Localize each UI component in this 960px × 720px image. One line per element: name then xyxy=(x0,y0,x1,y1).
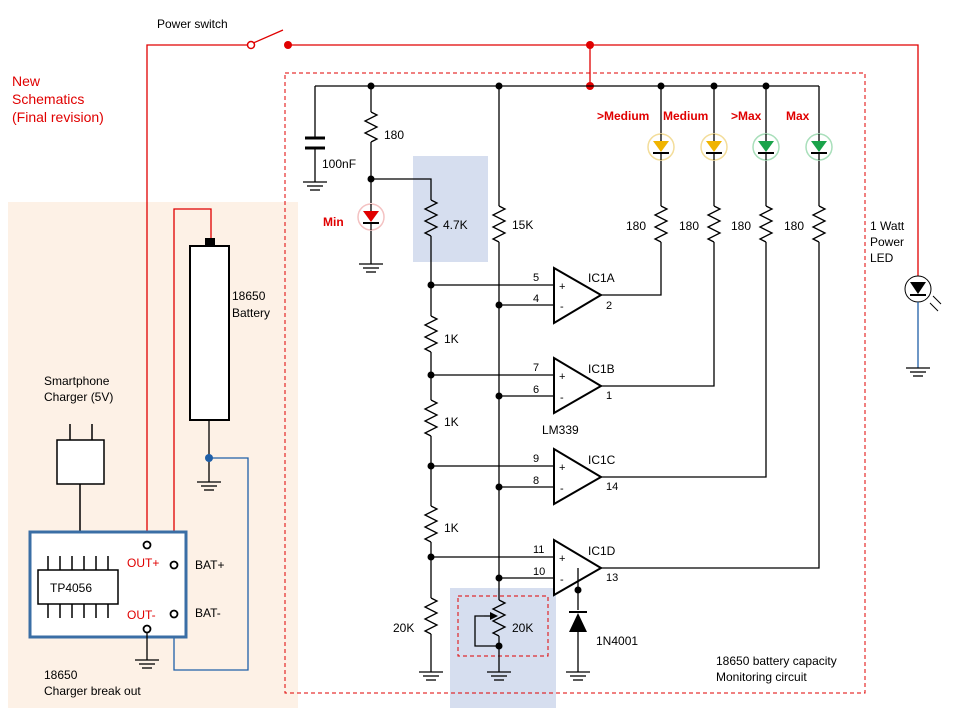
power-wiring xyxy=(146,29,919,562)
tp4056-chip xyxy=(37,556,119,618)
power-led-label-line-2: Power xyxy=(870,235,904,249)
comparator-ic1a: + - xyxy=(553,266,603,325)
diode-ground xyxy=(565,671,591,681)
monitor-caption-line-2: Monitoring circuit xyxy=(716,670,807,684)
diode-1n4001 xyxy=(569,611,587,632)
svg-text:-: - xyxy=(560,483,564,495)
ic1a-pin-plus: 5 xyxy=(533,272,539,284)
led-resistor-3-label: 180 xyxy=(731,219,751,233)
gt-medium-led xyxy=(647,133,675,161)
resistor-20k-label: 20K xyxy=(393,621,414,635)
charger-caption-line-2: Charger break out xyxy=(44,684,141,698)
switch-contact-left xyxy=(246,40,256,50)
bat-minus-wire xyxy=(173,457,249,671)
battery-terminal xyxy=(205,238,215,246)
trimmer-highlight xyxy=(450,588,556,708)
ic1d-pin-out: 13 xyxy=(606,572,618,584)
battery-label-line-2: Battery xyxy=(232,306,270,320)
svg-text:+: + xyxy=(559,371,565,383)
svg-text:-: - xyxy=(560,392,564,404)
smartphone-charger-label-line-1: Smartphone xyxy=(44,374,110,388)
out-minus-label: OUT- xyxy=(127,608,156,622)
min-led-ground xyxy=(358,263,384,273)
ic1b-name: IC1B xyxy=(588,362,615,376)
tp4056-label: TP4056 xyxy=(50,581,92,595)
ic1c-pin-minus: 8 xyxy=(533,475,539,487)
schematic-title-line-3: (Final revision) xyxy=(12,109,104,125)
resistor-15k-label: 15K xyxy=(512,218,533,232)
min-led xyxy=(363,204,379,230)
max-led-label: Max xyxy=(786,109,810,123)
led-resistor-2-label: 180 xyxy=(679,219,699,233)
resistor-1k-c-label: 1K xyxy=(444,521,459,535)
module-pads xyxy=(142,540,179,634)
ic1d-name: IC1D xyxy=(588,544,616,558)
charger-caption-line-1: 18650 xyxy=(44,668,78,682)
ic1c-pin-out: 14 xyxy=(606,481,618,493)
ic1b-pin-minus: 6 xyxy=(533,384,539,396)
trimmer-label: 20K xyxy=(512,621,533,635)
ic1b-pin-out: 1 xyxy=(606,390,612,402)
min-resistor-label: 180 xyxy=(384,128,404,142)
schematic-title-line-2: Schematics xyxy=(12,91,84,107)
power-led-ground xyxy=(905,367,931,377)
svg-text:-: - xyxy=(560,574,564,586)
power-switch-label: Power switch xyxy=(157,17,228,31)
switch-contact-right xyxy=(284,41,292,49)
trimmer-wiper-arrow xyxy=(484,612,498,620)
svg-text:+: + xyxy=(559,462,565,474)
junction-dots xyxy=(367,82,770,650)
bat-minus-label: BAT- xyxy=(195,606,221,620)
power-junction-top xyxy=(586,41,594,49)
svg-text:-: - xyxy=(560,301,564,313)
ic1a-name: IC1A xyxy=(588,271,615,285)
power-led-label-line-3: LED xyxy=(870,251,894,265)
power-led xyxy=(904,275,942,312)
gt-medium-led-label: >Medium xyxy=(597,109,649,123)
ic-part-label: LM339 xyxy=(542,423,579,437)
min-led-label: Min xyxy=(323,215,344,229)
battery-label-line-1: 18650 xyxy=(232,289,266,303)
smartphone-charger-label-line-2: Charger (5V) xyxy=(44,390,113,404)
monitor-circuit-border xyxy=(284,72,866,694)
medium-led xyxy=(700,133,728,161)
monitor-wiring xyxy=(305,85,827,672)
ic1b-pin-plus: 7 xyxy=(533,362,539,374)
ic1d-pin-minus: 10 xyxy=(533,566,545,578)
max-led xyxy=(805,133,833,161)
medium-led-label: Medium xyxy=(663,109,708,123)
monitor-caption-line-1: 18650 battery capacity xyxy=(716,654,837,668)
ic1c-pin-plus: 9 xyxy=(533,453,539,465)
resistor-1k-b-label: 1K xyxy=(444,415,459,429)
power-led-label-line-1: 1 Watt xyxy=(870,219,905,233)
ic1a-pin-out: 2 xyxy=(606,300,612,312)
comparator-ic1c: + - xyxy=(553,447,603,506)
ic1d-pin-plus: 11 xyxy=(533,544,544,556)
resistor-1k-a-label: 1K xyxy=(444,332,459,346)
ic1c-name: IC1C xyxy=(588,453,616,467)
trimmer-border xyxy=(457,595,549,657)
ic1a-pin-minus: 4 xyxy=(533,293,539,305)
gt-max-led xyxy=(752,133,780,161)
led-resistor-1-label: 180 xyxy=(626,219,646,233)
capacitor-ground xyxy=(302,181,328,191)
ladder-ground xyxy=(418,671,444,681)
diode-label: 1N4001 xyxy=(596,634,638,648)
battery-18650 xyxy=(189,245,230,421)
gt-max-led-label: >Max xyxy=(731,109,762,123)
resistor-4k7-label: 4.7K xyxy=(443,218,468,232)
led-resistor-4-label: 180 xyxy=(784,219,804,233)
svg-text:+: + xyxy=(559,281,565,293)
out-plus-label: OUT+ xyxy=(127,556,159,570)
schematic-title-line-1: New xyxy=(12,73,41,89)
capacitor-label: 100nF xyxy=(322,157,356,171)
bat-plus-label: BAT+ xyxy=(195,558,224,572)
svg-text:+: + xyxy=(559,553,565,565)
comparator-ic1b: + - xyxy=(553,356,603,415)
smartphone-charger-plug xyxy=(56,424,105,532)
